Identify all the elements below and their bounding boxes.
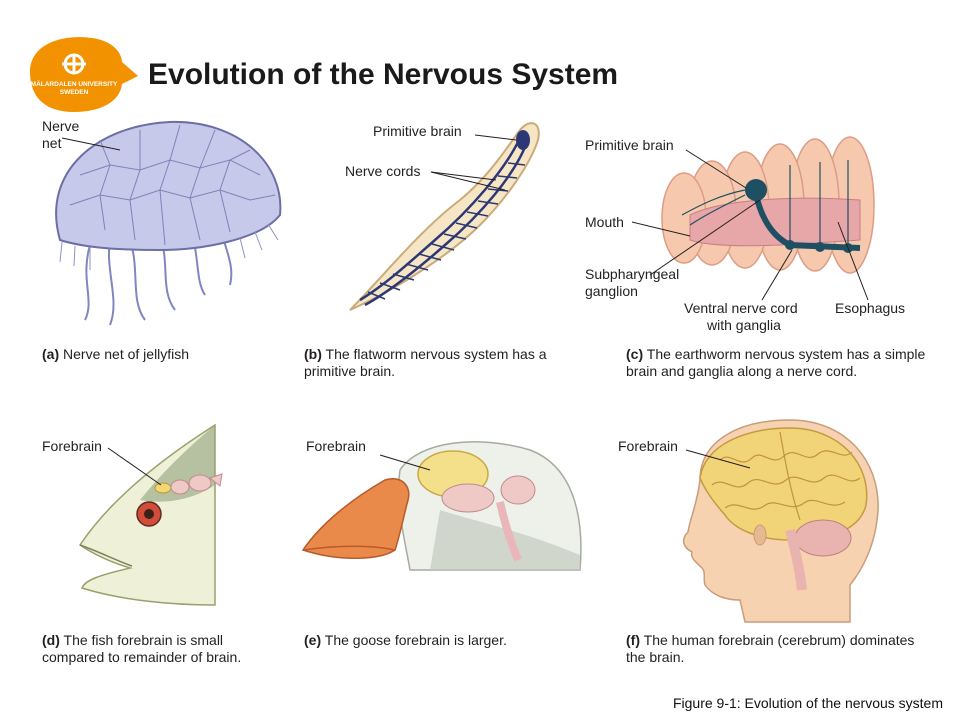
caption-c-text: The earthworm nervous system has a simpl… [626, 346, 926, 379]
label-subpharyngeal-line1: Subpharyngeal [585, 266, 680, 282]
flatworm-illustration [349, 122, 540, 311]
label-nerve-cords: Nerve cords [345, 163, 421, 179]
label-mouth: Mouth [585, 214, 624, 230]
caption-b: (b) The flatworm nervous system has a pr… [304, 346, 594, 380]
caption-a: (a) Nerve net of jellyfish [42, 346, 282, 363]
caption-f-letter: (f) [626, 632, 640, 648]
caption-e-text: The goose forebrain is larger. [324, 632, 507, 648]
caption-e: (e) The goose forebrain is larger. [304, 632, 584, 649]
label-forebrain-d: Forebrain [42, 438, 102, 454]
caption-a-text: Nerve net of jellyfish [63, 346, 190, 362]
caption-b-text: The flatworm nervous system has a primit… [304, 346, 547, 379]
goose-head-illustration [301, 441, 582, 571]
fish-head-illustration [78, 423, 223, 606]
caption-d: (d) The fish forebrain is small compared… [42, 632, 277, 666]
logo-line1: MÄLARDALEN UNIVERSITY [31, 80, 118, 88]
logo-line2: SWEDEN [60, 89, 89, 96]
label-nerve-net-line1: Nerve [42, 118, 80, 134]
caption-c: (c) The earthworm nervous system has a s… [626, 346, 926, 380]
label-forebrain-e: Forebrain [306, 438, 366, 454]
caption-f: (f) The human forebrain (cerebrum) domin… [626, 632, 916, 666]
caption-e-letter: (e) [304, 632, 322, 648]
jellyfish-illustration [55, 120, 282, 326]
label-ventral-cord-line1: Ventral nerve cord [684, 300, 798, 316]
human-head-illustration [682, 419, 879, 623]
label-forebrain-f: Forebrain [618, 438, 678, 454]
label-primitive-brain-b: Primitive brain [373, 123, 462, 139]
caption-b-letter: (b) [304, 346, 322, 362]
label-subpharyngeal-line2: ganglion [585, 283, 638, 299]
caption-d-letter: (d) [42, 632, 60, 648]
caption-a-letter: (a) [42, 346, 60, 362]
caption-f-text: The human forebrain (cerebrum) dominates… [626, 632, 915, 665]
earthworm-illustration [631, 136, 875, 301]
label-primitive-brain-c: Primitive brain [585, 137, 674, 153]
label-ventral-cord-line2: with ganglia [707, 317, 781, 333]
label-esophagus: Esophagus [835, 300, 906, 316]
slide-title: Evolution of the Nervous System [148, 58, 619, 91]
figure-caption: Figure 9-1: Evolution of the nervous sys… [672, 695, 943, 711]
label-nerve-net-line2: net [42, 135, 62, 151]
caption-c-letter: (c) [626, 346, 644, 362]
university-logo: MÄLARDALEN UNIVERSITY SWEDEN [30, 37, 138, 112]
caption-d-text: The fish forebrain is small compared to … [42, 632, 242, 665]
